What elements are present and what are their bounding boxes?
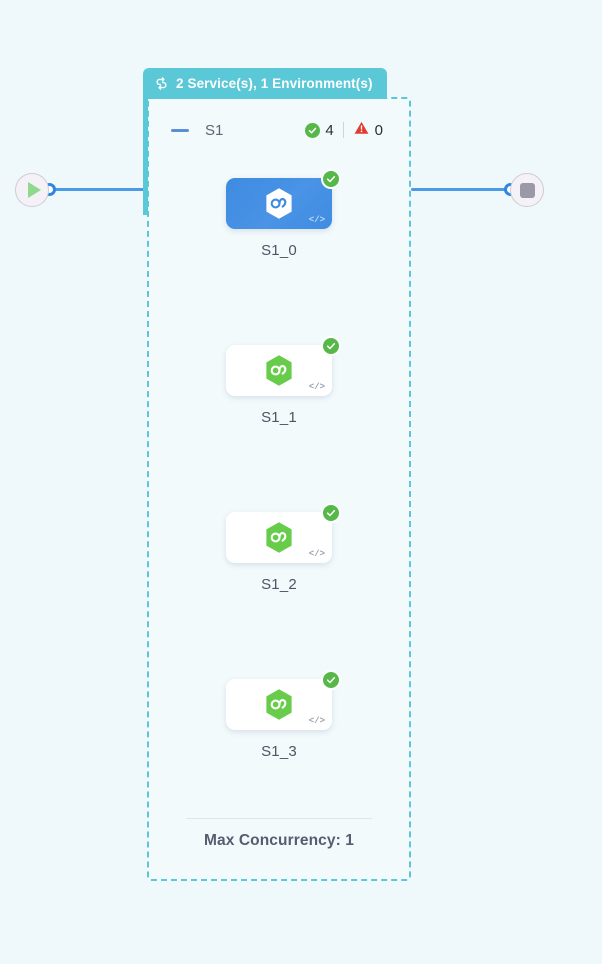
stop-icon — [519, 182, 535, 198]
loop-icon — [154, 76, 169, 91]
group-title-row: S1 4 0 — [171, 118, 383, 142]
hexagon-infinity-icon — [264, 688, 294, 721]
warning-triangle-icon — [353, 120, 370, 141]
group-left-accent-bar — [143, 97, 148, 215]
task-node-s1-0[interactable]: </> S1_0 — [226, 169, 341, 259]
task-node-s1-2[interactable]: </> S1_2 — [226, 503, 341, 593]
check-circle-icon — [321, 670, 341, 690]
code-icon[interactable]: </> — [308, 215, 325, 225]
code-icon[interactable]: </> — [308, 716, 325, 726]
hexagon-infinity-icon — [264, 187, 294, 220]
start-node[interactable] — [15, 173, 49, 207]
task-node-label: S1_1 — [261, 409, 297, 426]
task-node-label: S1_2 — [261, 576, 297, 593]
code-icon[interactable]: </> — [308, 549, 325, 559]
task-node-card[interactable]: </> — [226, 169, 341, 229]
warning-counter: 0 — [353, 120, 383, 141]
group-title: S1 — [205, 121, 224, 139]
check-circle-icon — [321, 336, 341, 356]
task-node-card[interactable]: </> — [226, 503, 341, 563]
warning-count-value: 0 — [374, 121, 383, 139]
code-icon[interactable]: </> — [308, 382, 325, 392]
task-node-s1-1[interactable]: </> S1_1 — [226, 336, 341, 426]
group-counters: 4 0 — [305, 120, 383, 141]
task-node-s1-3[interactable]: </> S1_3 — [226, 670, 341, 760]
max-concurrency-label: Max Concurrency: 1 — [204, 832, 354, 849]
group-footer-divider — [186, 818, 372, 819]
success-counter: 4 — [305, 121, 334, 139]
counter-divider — [342, 122, 344, 138]
minus-icon[interactable] — [171, 128, 189, 132]
end-node[interactable] — [510, 173, 544, 207]
group-header-label: 2 Service(s), 1 Environment(s) — [176, 76, 373, 91]
check-circle-icon — [305, 122, 321, 138]
group-header-badge[interactable]: 2 Service(s), 1 Environment(s) — [143, 68, 387, 99]
task-node-card[interactable]: </> — [226, 336, 341, 396]
hexagon-infinity-icon — [264, 521, 294, 554]
hexagon-infinity-icon — [264, 354, 294, 387]
check-circle-icon — [321, 169, 341, 189]
edge-start-to-group — [48, 188, 148, 191]
task-node-label: S1_3 — [261, 743, 297, 760]
check-circle-icon — [321, 503, 341, 523]
play-icon — [27, 182, 41, 198]
task-node-card[interactable]: </> — [226, 670, 341, 730]
edge-group-to-end — [411, 188, 511, 191]
task-node-label: S1_0 — [261, 242, 297, 259]
success-count-value: 4 — [325, 121, 334, 139]
